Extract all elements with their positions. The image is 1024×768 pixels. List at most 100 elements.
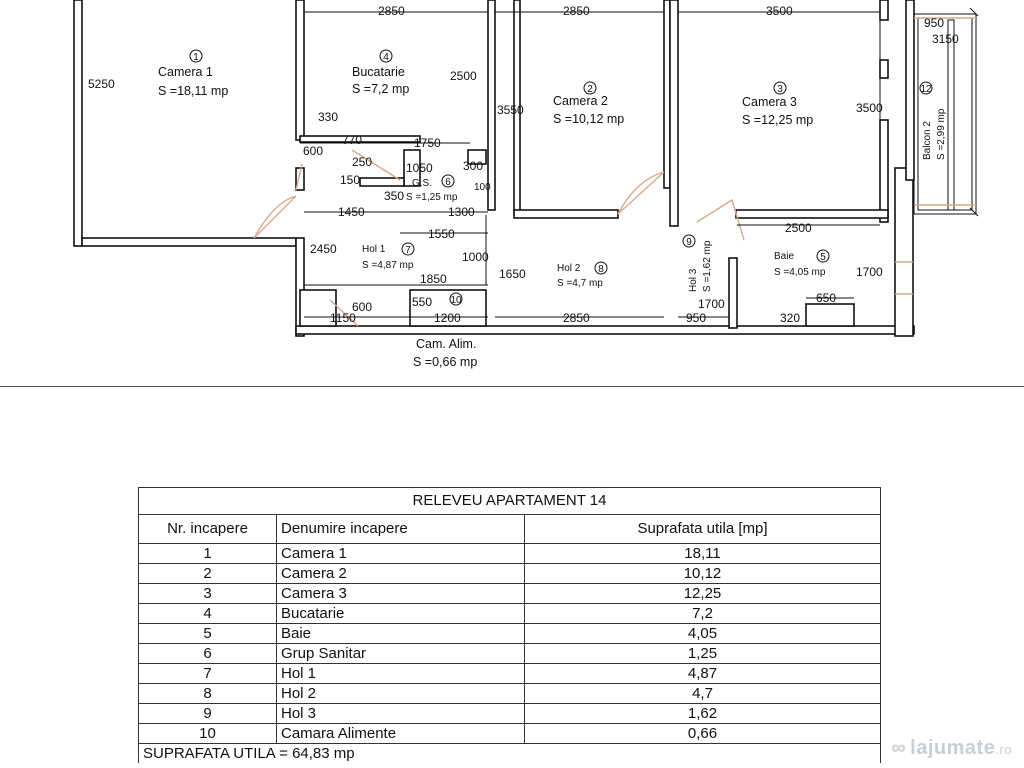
room-hol1: 7 Hol 1 S =4,87 mp bbox=[362, 242, 415, 271]
cell-nr: 7 bbox=[138, 663, 277, 684]
room-number: 4 bbox=[383, 52, 389, 63]
room-hol2: 8 Hol 2 S =4,7 mp bbox=[557, 261, 608, 289]
room-name: Cam. Alim. bbox=[416, 337, 476, 351]
dim-label: 2500 bbox=[450, 69, 477, 83]
header-nr: Nr. incapere bbox=[138, 514, 277, 544]
room-area: S =7,2 mp bbox=[352, 82, 409, 96]
dim-label: 950 bbox=[924, 16, 944, 30]
dim-label: 1850 bbox=[420, 272, 447, 286]
room-area: S =12,25 mp bbox=[742, 113, 813, 127]
room-bucatarie: 4 Bucatarie S =7,2 mp bbox=[352, 49, 409, 96]
dim-label: 770 bbox=[342, 133, 362, 147]
cell-nr: 9 bbox=[138, 703, 277, 724]
room-balcon: 12 Balcon 2 S =2,99 mp bbox=[919, 81, 947, 160]
dim-label: 2850 bbox=[563, 311, 590, 325]
cell-nr: 3 bbox=[138, 583, 277, 604]
dim-label: 1550 bbox=[428, 227, 455, 241]
room-number: 3 bbox=[777, 84, 783, 95]
cell-name: Bucatarie bbox=[276, 603, 525, 624]
dim-label: 2850 bbox=[563, 4, 590, 18]
dim-label: 600 bbox=[303, 144, 323, 158]
cell-area: 4,05 bbox=[524, 623, 881, 644]
dim-label: 1450 bbox=[338, 205, 365, 219]
dim-label: 300 bbox=[463, 159, 483, 173]
dim-label: 1750 bbox=[414, 136, 441, 150]
table-header-row: Nr. incapere Denumire incapere Suprafata… bbox=[138, 514, 881, 544]
cell-name: Camara Alimente bbox=[276, 723, 525, 744]
room-name: Camera 3 bbox=[742, 95, 797, 109]
room-area: S =2,99 mp bbox=[936, 108, 947, 160]
cell-nr: 1 bbox=[138, 543, 277, 564]
cell-nr: 2 bbox=[138, 563, 277, 584]
cell-nr: 8 bbox=[138, 683, 277, 704]
dim-label: 550 bbox=[412, 295, 432, 309]
room-number: 12 bbox=[920, 84, 932, 95]
dim-label: 3550 bbox=[497, 103, 524, 117]
room-camera2: 2 Camera 2 S =10,12 mp bbox=[553, 81, 624, 126]
watermark: ∞lajumate.ro bbox=[891, 737, 1012, 760]
room-hol3: 9 Hol 3 S =1,62 mp bbox=[682, 234, 713, 292]
dim-label: 350 bbox=[384, 189, 404, 203]
room-number: 7 bbox=[405, 245, 411, 256]
room-name: Hol 1 bbox=[362, 244, 386, 255]
room-area: S =4,05 mp bbox=[774, 267, 826, 278]
dim-label: 3500 bbox=[766, 4, 793, 18]
door-swings bbox=[253, 149, 913, 327]
total-area: SUPRAFATA UTILA = 64,83 mp bbox=[138, 743, 881, 763]
dim-label: 650 bbox=[816, 291, 836, 305]
table-title-row: RELEVEU APARTAMENT 14 bbox=[138, 487, 881, 515]
dim-label: 2500 bbox=[785, 221, 812, 235]
dim-label: 5250 bbox=[88, 77, 115, 91]
watermark-text: lajumate bbox=[910, 737, 996, 759]
dim-label: 950 bbox=[686, 311, 706, 325]
table-title: RELEVEU APARTAMENT 14 bbox=[138, 487, 881, 515]
dim-label: 320 bbox=[780, 311, 800, 325]
room-area: S =1,25 mp bbox=[406, 192, 458, 203]
dim-label: 1700 bbox=[856, 265, 883, 279]
cell-nr: 5 bbox=[138, 623, 277, 644]
room-area: S =4,7 mp bbox=[557, 278, 603, 289]
cell-name: Hol 2 bbox=[276, 683, 525, 704]
room-camera3: 3 Camera 3 S =12,25 mp bbox=[742, 81, 813, 127]
page-divider bbox=[0, 386, 1024, 387]
header-area: Suprafata utila [mp] bbox=[524, 514, 881, 544]
room-area: S =18,11 mp bbox=[158, 84, 228, 98]
cell-area: 1,25 bbox=[524, 643, 881, 664]
dim-label: 3150 bbox=[932, 32, 959, 46]
room-name: Balcon 2 bbox=[922, 121, 933, 160]
dim-label: 1200 bbox=[434, 311, 461, 325]
room-area: S =10,12 mp bbox=[553, 112, 624, 126]
watermark-suffix: .ro bbox=[995, 742, 1012, 757]
dim-label: 1150 bbox=[330, 311, 356, 325]
room-camara: 10 Cam. Alim. S =0,66 mp bbox=[413, 292, 477, 369]
room-baie: 5 Baie S =4,05 mp bbox=[774, 249, 830, 278]
cell-nr: 4 bbox=[138, 603, 277, 624]
cell-area: 0,66 bbox=[524, 723, 881, 744]
cell-nr: 6 bbox=[138, 643, 277, 664]
floor-plan: 1 Camera 1 S =18,11 mp 4 Bucatarie S =7,… bbox=[73, 0, 979, 369]
room-name: Camera 2 bbox=[553, 94, 608, 108]
cell-area: 10,12 bbox=[524, 563, 881, 584]
dim-label: 1050 bbox=[406, 161, 433, 175]
dim-label: 150 bbox=[340, 173, 360, 187]
room-area: S =4,87 mp bbox=[362, 260, 414, 271]
cell-area: 4,87 bbox=[524, 663, 881, 684]
dim-label: 100 bbox=[474, 182, 491, 193]
room-area: S =0,66 mp bbox=[413, 355, 477, 369]
room-name: Hol 3 bbox=[688, 268, 699, 292]
room-number: 8 bbox=[598, 264, 604, 275]
room-gs: 6 G.S. S =1,25 mp bbox=[406, 174, 458, 203]
dim-label: 3500 bbox=[856, 101, 883, 115]
header-name: Denumire incapere bbox=[276, 514, 525, 544]
dimension-labels: 2850 2850 3500 950 3150 5250 2500 3550 3… bbox=[88, 4, 959, 325]
cell-name: Hol 3 bbox=[276, 703, 525, 724]
cell-nr: 10 bbox=[138, 723, 277, 744]
cell-area: 4,7 bbox=[524, 683, 881, 704]
room-number: 9 bbox=[686, 237, 692, 248]
cell-name: Camera 3 bbox=[276, 583, 525, 604]
room-area: S =1,62 mp bbox=[702, 240, 713, 292]
